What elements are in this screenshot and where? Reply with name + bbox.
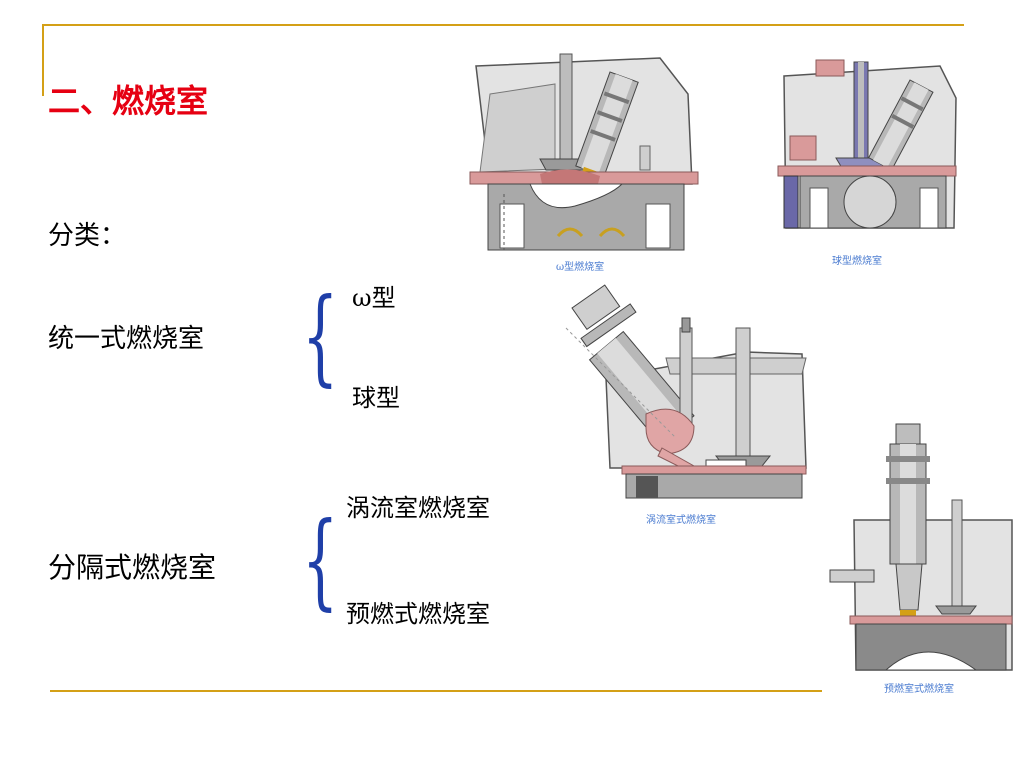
- group-unified-label: 统一式燃烧室: [48, 324, 205, 354]
- bottom-rule: [50, 690, 822, 692]
- classify-label: 分类：: [48, 221, 127, 251]
- swirl-chamber-diagram: [565, 284, 807, 499]
- precombustion-chamber-diagram: [829, 423, 1013, 671]
- item-ball-type: 球型: [352, 384, 400, 412]
- brace-divided: {: [302, 499, 339, 621]
- top-rule: [42, 24, 964, 26]
- group-divided-label: 分隔式燃烧室: [48, 551, 217, 584]
- precombustion-chamber-caption: 预燃室式燃烧室: [884, 684, 954, 695]
- item-omega-type: ω型: [352, 284, 396, 312]
- omega-chamber-diagram: [469, 53, 699, 251]
- swirl-chamber-caption: 涡流室式燃烧室: [646, 515, 716, 526]
- slide-title: 二、燃烧室: [48, 82, 209, 120]
- left-rule: [42, 24, 44, 96]
- brace-unified: {: [302, 275, 339, 397]
- omega-chamber-caption: ω型燃烧室: [556, 262, 605, 273]
- item-swirl-chamber: 涡流室燃烧室: [346, 494, 490, 522]
- ball-chamber-caption: 球型燃烧室: [832, 256, 882, 267]
- item-precombustion-chamber: 预燃式燃烧室: [346, 600, 490, 628]
- ball-chamber-diagram: [777, 59, 957, 229]
